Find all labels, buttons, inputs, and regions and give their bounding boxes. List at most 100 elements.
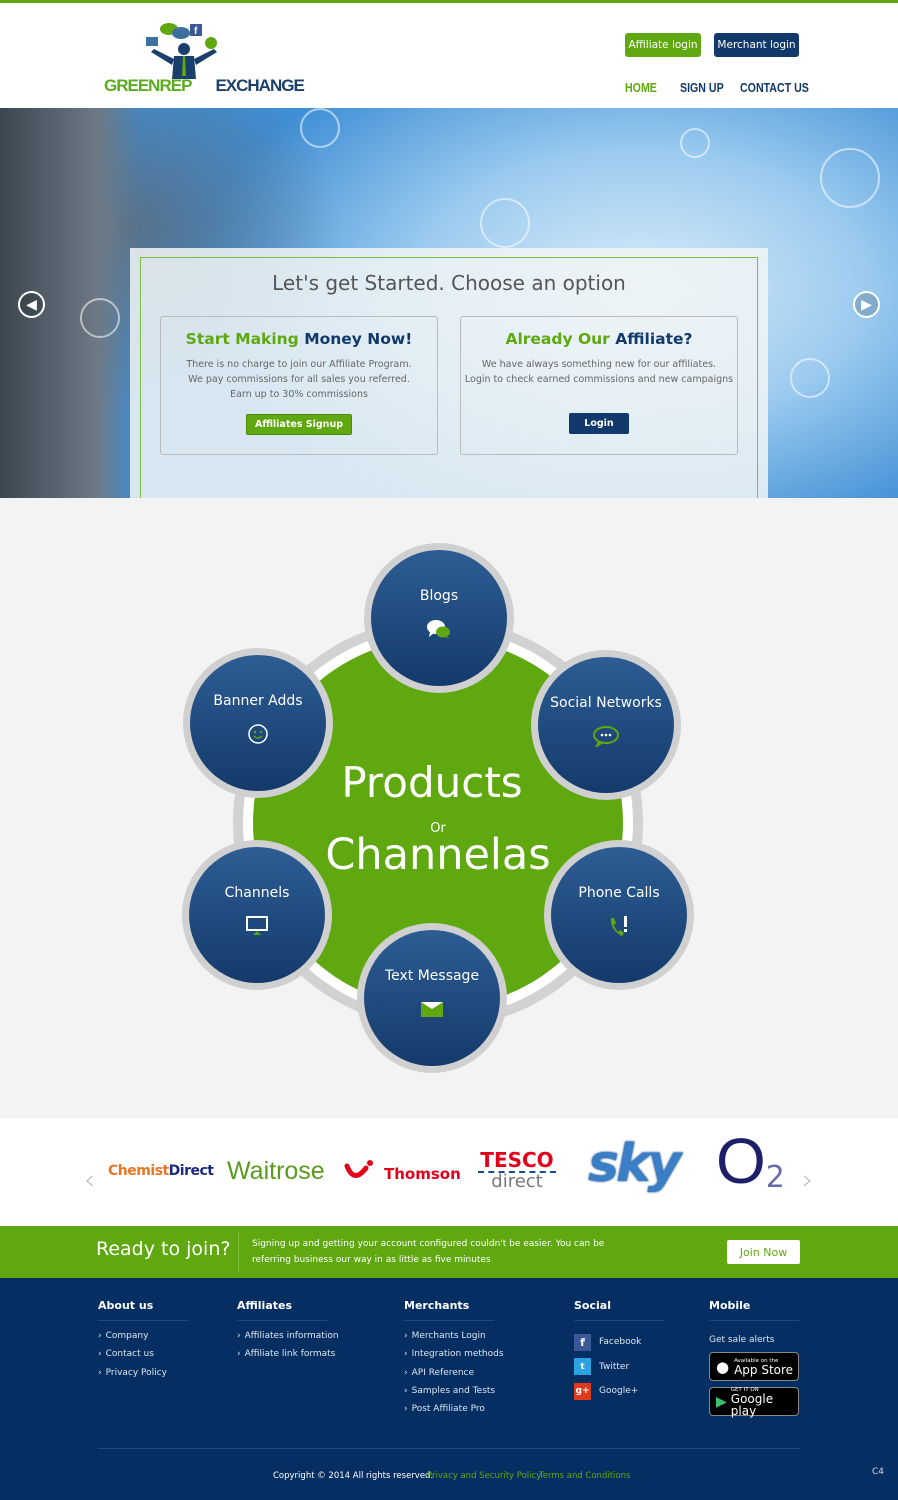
footer-about: About us ›Company ›Contact us ›Privacy P…: [98, 1299, 188, 1386]
node-banner-adds[interactable]: Banner Adds: [183, 648, 333, 798]
apple-icon: ●: [716, 1357, 730, 1376]
node-text-message[interactable]: Text Message: [357, 923, 507, 1073]
footer-heading: Merchants: [404, 1299, 494, 1321]
join-banner: Ready to join? Signing up and getting yo…: [0, 1226, 898, 1278]
logo-figure-icon: f: [146, 23, 217, 79]
affiliate-login-button[interactable]: Affiliate login: [625, 33, 701, 57]
chevron-right-icon: ›: [404, 1385, 408, 1396]
brand-waitrose[interactable]: Waitrose: [227, 1157, 325, 1185]
footer-divider: [98, 1448, 800, 1449]
google-play-icon: ▶: [716, 1393, 727, 1410]
footer-link-post-affiliate-pro[interactable]: ›Post Affiliate Pro: [404, 1404, 485, 1415]
card-title: Already Our Affiliate?: [505, 330, 693, 348]
social-googleplus-link[interactable]: g+Google+: [574, 1379, 664, 1404]
svg-text:f: f: [194, 26, 198, 37]
carousel-next-button[interactable]: ›: [802, 1163, 814, 1196]
card-text: There is no charge to join our Affiliate…: [186, 359, 412, 400]
node-channels[interactable]: Channels: [182, 840, 332, 990]
brand-tesco-direct[interactable]: TESCO direct: [476, 1150, 558, 1191]
join-now-button[interactable]: Join Now: [727, 1240, 800, 1264]
nav-home[interactable]: HOME: [625, 81, 657, 95]
footer-link-samples-and-tests[interactable]: ›Samples and Tests: [404, 1385, 496, 1396]
terms-link[interactable]: Terms and Conditions: [539, 1471, 631, 1481]
footer-mobile: Mobile Get sale alerts ● Available on th…: [709, 1299, 799, 1422]
slider-next-button[interactable]: ▶: [853, 291, 880, 318]
top-accent-line: [0, 0, 898, 3]
node-social-networks[interactable]: Social Networks: [531, 650, 681, 800]
footer-link-merchants-login[interactable]: ›Merchants Login: [404, 1331, 486, 1341]
doodle-icon: [790, 358, 830, 398]
chevron-right-icon: ›: [404, 1404, 408, 1415]
chevron-right-icon: ›: [98, 1331, 102, 1341]
join-text: Signing up and getting your account conf…: [252, 1239, 605, 1265]
twitter-icon: t: [574, 1358, 591, 1376]
chevron-right-icon: ›: [404, 1349, 408, 1360]
affiliates-signup-button[interactable]: Affiliates Signup: [246, 414, 352, 435]
carousel-prev-button[interactable]: ‹: [84, 1163, 96, 1196]
brand-chemistdirect[interactable]: ChemistDirect: [108, 1163, 214, 1179]
footer-link-affiliate-link-formats[interactable]: ›Affiliate link formats: [237, 1349, 336, 1360]
doodle-icon: [300, 108, 340, 148]
merchant-login-button[interactable]: Merchant login: [714, 33, 799, 57]
hero-title: Let's get Started. Choose an option: [272, 271, 626, 295]
privacy-policy-link[interactable]: Privacy and Security Policy: [427, 1471, 542, 1481]
corner-label: C4: [872, 1467, 885, 1477]
brand-sky[interactable]: sky: [588, 1134, 681, 1194]
slider-prev-button[interactable]: ◀: [18, 291, 45, 318]
chevron-right-icon: ›: [404, 1331, 408, 1341]
arrow-right-icon: ▶: [861, 296, 872, 313]
chat-bubbles-icon: [426, 618, 452, 640]
chevron-right-icon: ›: [404, 1367, 408, 1378]
card-text: We have always something new for our aff…: [464, 359, 734, 385]
start-making-money-card: Start Making Money Now! There is no char…: [160, 316, 438, 455]
doodle-icon: [480, 198, 530, 248]
doodle-icon: [680, 128, 710, 158]
nav-contact-us[interactable]: CONTACT US: [740, 81, 809, 95]
footer-heading: Mobile: [709, 1299, 799, 1321]
chevron-right-icon: ›: [98, 1367, 102, 1378]
join-divider: [238, 1232, 239, 1272]
chevron-right-icon: ›: [98, 1349, 102, 1360]
login-button[interactable]: Login: [569, 413, 629, 434]
envelope-icon: [420, 998, 444, 1020]
brand-carousel: [0, 1118, 898, 1226]
footer-link-contact-us[interactable]: ›Contact us: [98, 1349, 154, 1360]
brand-thomson[interactable]: Thomson: [344, 1158, 461, 1184]
brand-o2[interactable]: O2: [716, 1125, 785, 1197]
footer-link-privacy-policy[interactable]: ›Privacy Policy: [98, 1367, 167, 1378]
node-blogs[interactable]: Blogs: [364, 543, 514, 693]
footer-affiliates: Affiliates ›Affiliates information ›Affi…: [237, 1299, 339, 1368]
node-phone-calls[interactable]: Phone Calls: [544, 840, 694, 990]
mobile-subtitle: Get sale alerts: [709, 1335, 775, 1345]
chevron-right-icon: ›: [237, 1349, 241, 1360]
nav-sign-up[interactable]: SIGN UP: [680, 81, 724, 95]
footer-link-company[interactable]: ›Company: [98, 1331, 149, 1341]
speech-bubble-dots-icon: [592, 725, 620, 747]
footer-link-affiliates-information[interactable]: ›Affiliates information: [237, 1331, 339, 1341]
center-title-products: Products: [341, 758, 523, 807]
copyright-text: Copyright © 2014 All rights reserved.: [273, 1471, 434, 1481]
center-connector: Or: [430, 821, 446, 836]
arrow-left-icon: ◀: [26, 296, 37, 313]
smiley-icon: [247, 723, 269, 745]
footer-heading: Social: [574, 1299, 664, 1321]
doodle-icon: [820, 148, 880, 208]
join-title: Ready to join?: [96, 1238, 231, 1260]
card-title: Start Making Money Now!: [185, 330, 413, 348]
already-affiliate-card: Already Our Affiliate? We have always so…: [460, 316, 738, 455]
footer-link-api-reference[interactable]: ›API Reference: [404, 1367, 475, 1378]
footer-link-integration-methods[interactable]: ›Integration methods: [404, 1349, 504, 1360]
thomson-smile-icon: [344, 1160, 373, 1178]
footer-heading: About us: [98, 1299, 188, 1321]
chevron-right-icon: ›: [237, 1331, 241, 1341]
phone-alert-icon: [607, 915, 631, 937]
doodle-icon: [80, 298, 120, 338]
footer-merchants: Merchants ›Merchants Login ›Integration …: [404, 1299, 504, 1422]
